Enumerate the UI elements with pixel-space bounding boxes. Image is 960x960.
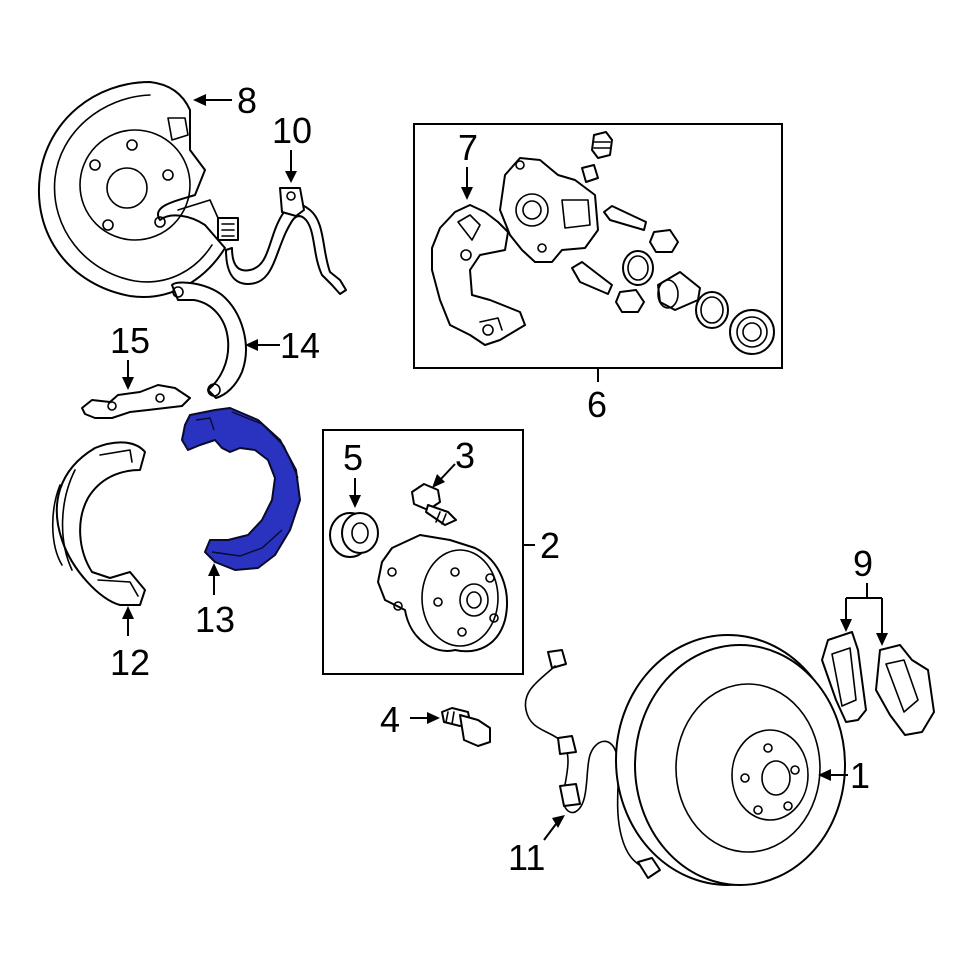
callout-1-label: 1 [850, 755, 870, 796]
callout-9-label: 9 [853, 543, 873, 584]
callout-1: 1 [818, 755, 870, 796]
bleeder-screw[interactable] [581, 131, 613, 183]
callout-8-label: 8 [237, 80, 257, 121]
callout-11: 11 [508, 815, 565, 878]
callout-7-label: 7 [458, 127, 478, 168]
callout-14-label: 14 [280, 325, 320, 366]
part-1-rotor[interactable] [615, 634, 846, 886]
piston-seal-1[interactable] [622, 250, 654, 286]
callout-9: 9 [840, 543, 888, 646]
part-14-adjuster[interactable] [171, 281, 247, 399]
callout-3-label: 3 [455, 435, 475, 476]
part-9-brake-pads[interactable] [821, 631, 935, 736]
callout-6-label: 6 [587, 384, 607, 425]
callout-2: 2 [523, 525, 560, 566]
callout-11-label: 11 [508, 837, 545, 878]
callout-13-label: 13 [195, 599, 235, 640]
callout-8: 8 [193, 80, 257, 121]
callout-15: 15 [110, 320, 150, 390]
callout-2-label: 2 [540, 525, 560, 566]
callout-4-label: 4 [380, 699, 400, 740]
callout-12: 12 [110, 606, 150, 683]
part-3-hub-bolt[interactable] [411, 483, 457, 526]
callout-15-label: 15 [110, 320, 150, 361]
hub[interactable] [377, 534, 508, 653]
part-11-abs-sensor[interactable] [524, 649, 661, 879]
box-6-caliper-kit[interactable] [413, 123, 783, 369]
callout-12-label: 12 [110, 642, 150, 683]
callout-3: 3 [432, 435, 475, 488]
part-5-wheel-bearing[interactable] [329, 512, 379, 558]
part-12-brake-shoe[interactable] [51, 441, 146, 606]
part-8-dust-shield[interactable] [37, 81, 226, 298]
piston-seal-2[interactable] [695, 291, 729, 329]
part-15-strut[interactable] [81, 384, 191, 419]
caliper-body[interactable] [499, 157, 599, 263]
callout-5-label: 5 [343, 437, 363, 478]
callout-14: 14 [245, 325, 320, 366]
part-4-bolt[interactable] [441, 707, 491, 747]
part-7-caliper-bracket[interactable] [431, 204, 526, 346]
piston-boot[interactable] [729, 309, 775, 355]
callout-10-label: 10 [272, 110, 312, 151]
guide-pin-upper[interactable] [603, 205, 679, 253]
guide-pin-lower[interactable] [571, 261, 645, 313]
box-2-hub-assembly[interactable] [322, 429, 524, 675]
part-10-brake-hose[interactable] [217, 187, 347, 295]
callout-4: 4 [380, 699, 440, 740]
callout-10: 10 [272, 110, 312, 183]
callout-5: 5 [343, 437, 363, 508]
callout-7: 7 [458, 127, 478, 200]
part-13-highlighted-shoe[interactable] [181, 407, 301, 571]
part-13-highlight-fill [181, 407, 301, 571]
callout-6: 6 [587, 368, 607, 425]
callout-13: 13 [195, 563, 235, 640]
piston[interactable] [657, 271, 701, 311]
